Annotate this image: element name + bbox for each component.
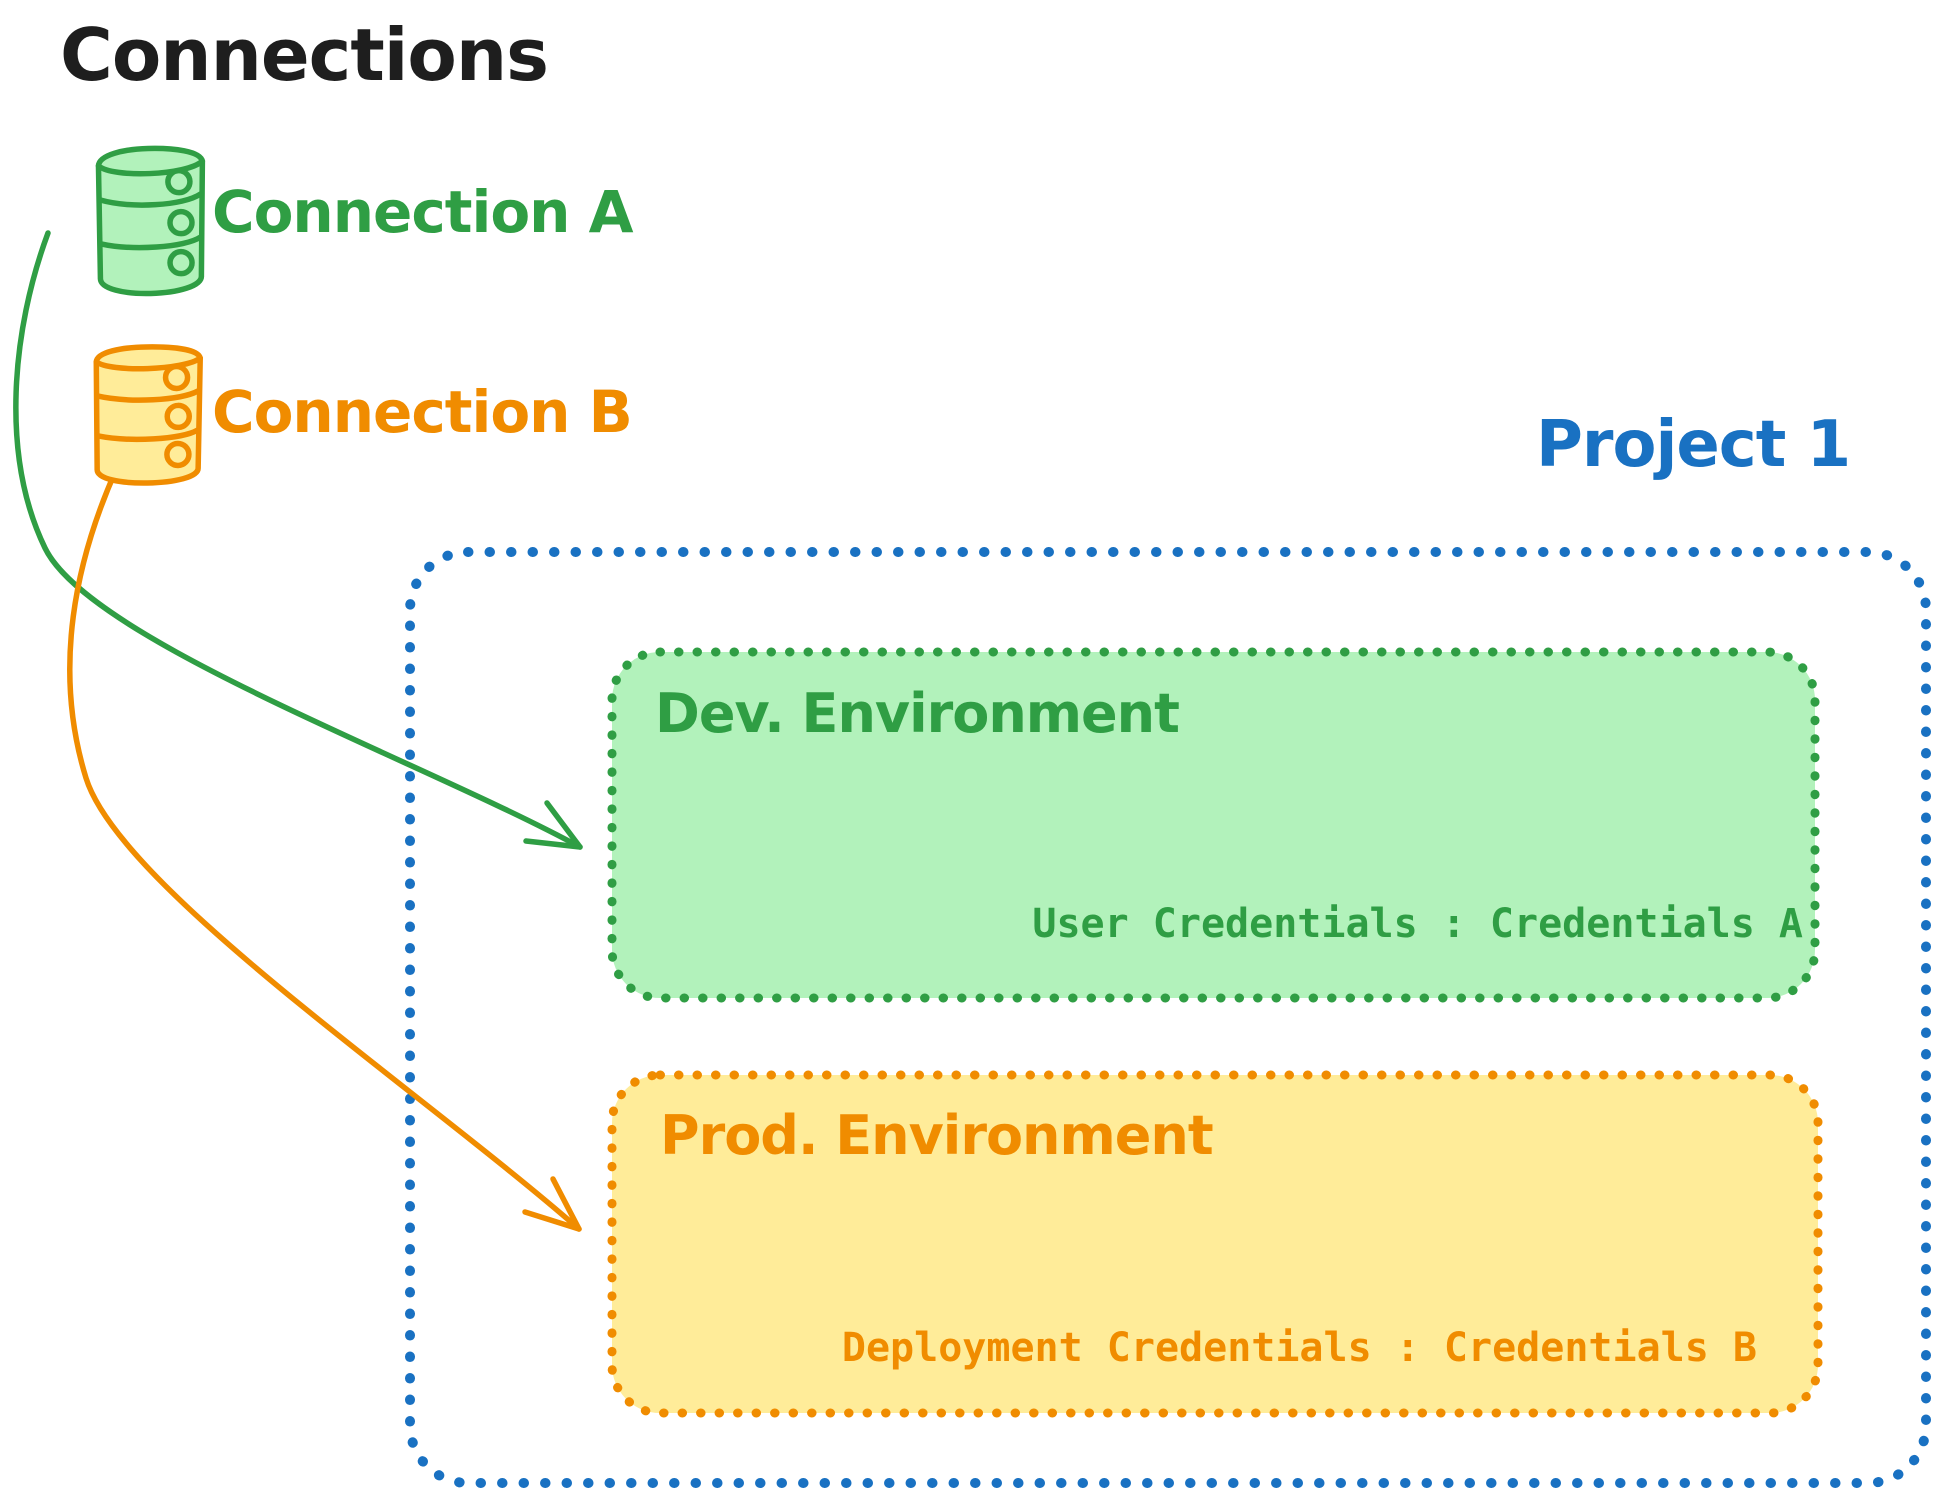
prod-environment-title: Prod. Environment xyxy=(660,1104,1214,1167)
connection-a-label: Connection A xyxy=(212,178,634,246)
connection-b-label: Connection B xyxy=(212,378,633,446)
arrow-connection-a-to-dev xyxy=(13,230,583,850)
connection-a-database-icon xyxy=(95,145,206,297)
project-title: Project 1 xyxy=(1536,408,1851,482)
arrow-connection-b-to-prod xyxy=(67,467,582,1232)
dev-environment-box xyxy=(607,647,1820,1003)
connections-title: Connections xyxy=(60,13,549,97)
dev-credentials-text: User Credentials : Credentials A xyxy=(1032,901,1803,947)
prod-environment-box xyxy=(607,1070,1823,1418)
dev-environment-title: Dev. Environment xyxy=(655,682,1180,745)
connection-b-database-icon xyxy=(93,344,203,486)
project-boundary-box xyxy=(405,547,1931,1488)
prod-credentials-text: Deployment Credentials : Credentials B xyxy=(841,1325,1757,1371)
